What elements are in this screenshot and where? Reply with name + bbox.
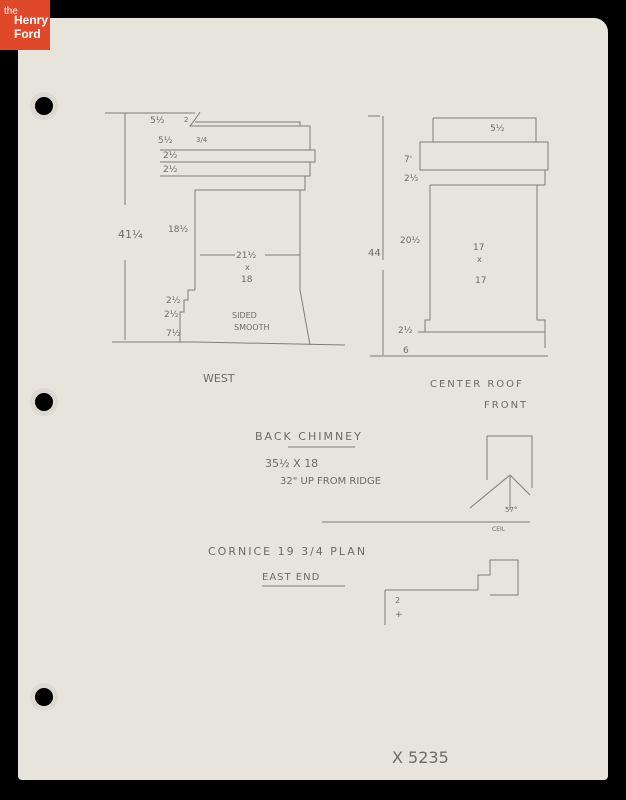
dimension-label: x [477, 255, 482, 264]
dimension-label: 5½ [490, 124, 505, 134]
logo-text: Ford [14, 27, 41, 41]
dimension-label: 17 [475, 276, 486, 286]
dimension-label: 2 [184, 116, 188, 124]
dimension-label: 2 [395, 596, 400, 605]
drawing-label: FRONT [484, 400, 528, 411]
dimension-label: 41¼ [118, 228, 143, 241]
dimension-label: 21½ [236, 251, 256, 261]
dimension-label: 7' [404, 155, 412, 165]
dimension-label: 5½ [158, 136, 173, 146]
west-elevation-drawing: 5½ 2 5½ 3/4 2½ 2½ 18½ 41¼ 21½ x 18 2½ 2½… [105, 111, 346, 385]
angle-label: 57° [505, 506, 517, 514]
dimension-label: 7½ [166, 329, 181, 339]
note-title: BACK CHIMNEY [255, 430, 363, 443]
center-roof-drawing: 5½ 7' 2½ 20½ 44 17 x 17 2½ 6 CENTER ROOF… [368, 115, 549, 411]
dimension-label: 2½ [163, 165, 178, 175]
ceiling-label: CEIL [492, 526, 506, 533]
note-text: SMOOTH [234, 323, 269, 332]
note-text: 35½ X 18 [265, 457, 318, 470]
note-text: 32" UP FROM RIDGE [280, 476, 381, 487]
note-text: EAST END [262, 572, 320, 583]
binder-hole [35, 393, 53, 411]
note-text: SIDED [232, 311, 257, 320]
dimension-label: 18½ [168, 225, 188, 235]
dimension-label: 2½ [163, 151, 178, 161]
logo-text: the [4, 6, 18, 17]
dimension-label: 17 [473, 243, 484, 253]
henry-ford-logo: the Henry Ford [0, 0, 50, 50]
dimension-label: 5½ [150, 116, 165, 126]
dimension-label: 2½ [166, 296, 181, 306]
dimension-label: + [395, 610, 403, 620]
dimension-label: 20½ [400, 236, 420, 246]
dimension-label: 2½ [404, 174, 419, 184]
dimension-label: 2½ [398, 326, 413, 336]
dimension-label: x [245, 263, 250, 272]
dimension-label: 18 [241, 275, 253, 285]
drawing-label: WEST [203, 372, 235, 385]
back-chimney-notes: BACK CHIMNEY 35½ X 18 32" UP FROM RIDGE … [255, 430, 533, 533]
drawing-label: CENTER ROOF [430, 379, 524, 390]
binder-hole [35, 97, 53, 115]
dimension-label: 3/4 [196, 136, 208, 144]
document-page [18, 18, 608, 780]
dimension-label: 2½ [164, 310, 179, 320]
binder-hole [35, 688, 53, 706]
note-title: CORNICE 19 3/4 PLAN [208, 545, 367, 558]
dimension-label: 44 [368, 248, 381, 259]
dimension-label: 6 [403, 346, 409, 356]
cornice-notes: CORNICE 19 3/4 PLAN EAST END 2 + [208, 545, 519, 625]
logo-text: Henry [14, 13, 49, 27]
catalog-number: X 5235 [392, 748, 449, 767]
